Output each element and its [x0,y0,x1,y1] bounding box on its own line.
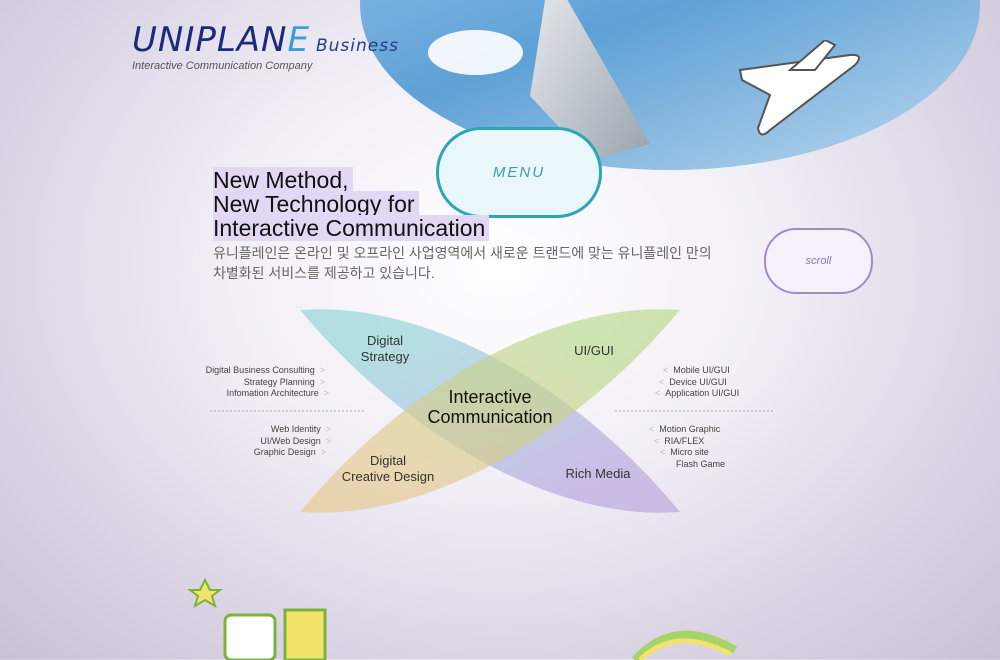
petal-shapes [210,309,775,513]
rainbow-doodle-icon [632,630,738,660]
headline-line: New Method, [213,167,353,193]
left-bottom-list: Web Identity> UI/Web Design> Graphic Des… [254,424,336,459]
list-item[interactable]: Strategy Planning> [243,376,325,387]
list-item[interactable]: <Motion Graphic [649,424,721,434]
list-item[interactable]: Web Identity> [270,424,331,434]
list-item[interactable]: Flash Game [676,458,726,469]
quadrant-ui-gui[interactable]: UI/GUI [574,343,614,358]
cloud-image [428,30,523,75]
list-item[interactable]: <RIA/FLEX [654,435,705,446]
list-item[interactable]: <Device UI/GUI [659,376,727,387]
petal-ui-creative [300,309,680,513]
logo-text-e: E [287,20,310,60]
airplane-icon [738,40,860,136]
quadrant-rich-media[interactable]: Rich Media [565,466,631,481]
headline-line: New Technology for [213,191,419,217]
computer-doodle-icon [187,577,327,660]
logo-sub: Business [315,36,399,56]
headline: New Method, New Technology for Interacti… [213,167,490,241]
list-item[interactable]: Infomation Architecture> [226,388,329,398]
list-item[interactable]: UI/Web Design> [260,435,331,446]
list-item[interactable]: <Application UI/GUI [655,388,740,398]
headline-line: Interactive Communication [213,215,490,241]
list-item[interactable]: Graphic Design> [253,447,326,457]
left-top-list: Digital Business Consulting> Strategy Pl… [206,365,330,400]
list-item[interactable]: <Mobile UI/GUI [663,365,730,375]
list-item[interactable]: <Micro site [660,447,709,457]
description-line: 차별화된 서비스를 제공하고 있습니다. [213,265,435,281]
right-top-list: <Mobile UI/GUI <Device UI/GUI <Applicati… [654,365,739,400]
description: 유니플레인은 온라인 및 오프라인 사업영역에서 새로운 트랜드에 맞는 유니플… [213,243,712,283]
scroll-button[interactable]: scroll [764,228,873,294]
description-line: 유니플레인은 온라인 및 오프라인 사업영역에서 새로운 트랜드에 맞는 유니플… [213,245,712,261]
list-item[interactable]: Digital Business Consulting> [205,365,325,375]
menu-button[interactable]: MENU [436,127,602,218]
tagline: Interactive Communication Company [132,60,313,72]
right-bottom-list: <Motion Graphic <RIA/FLEX <Micro site Fl… [644,424,725,470]
logo-text: UNIPLAN [132,20,288,60]
